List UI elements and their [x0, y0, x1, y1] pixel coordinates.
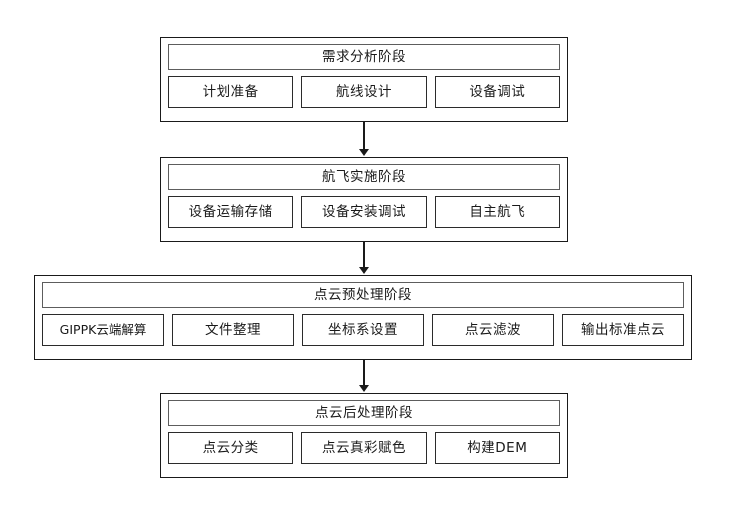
arrowhead-down-icon [359, 267, 369, 274]
step-row-pointcloud-preprocessing: GIPPK云端解算 文件整理 坐标系设置 点云滤波 输出标准点云 [42, 314, 684, 346]
step-row-requirement-analysis: 计划准备 航线设计 设备调试 [168, 76, 560, 108]
stage-title-requirement-analysis: 需求分析阶段 [168, 44, 560, 70]
connector-shaft [363, 122, 365, 150]
step-row-flight-implementation: 设备运输存储 设备安装调试 自主航飞 [168, 196, 560, 228]
stage-title-flight-implementation: 航飞实施阶段 [168, 164, 560, 190]
step-box-plan-preparation[interactable]: 计划准备 [168, 76, 294, 108]
step-row-pointcloud-postprocessing: 点云分类 点云真彩赋色 构建DEM [168, 432, 560, 464]
step-box-pointcloud-filtering[interactable]: 点云滤波 [432, 314, 554, 346]
step-box-coordinate-system-setup[interactable]: 坐标系设置 [302, 314, 424, 346]
stage-block-requirement-analysis[interactable]: 需求分析阶段 计划准备 航线设计 设备调试 [160, 37, 570, 124]
connector-arrow-stage3-to-stage4 [358, 360, 370, 393]
step-box-build-dem[interactable]: 构建DEM [434, 432, 560, 464]
connector-arrow-stage2-to-stage3 [358, 242, 370, 275]
step-box-output-standard-pointcloud[interactable]: 输出标准点云 [562, 314, 684, 346]
stage-title-pointcloud-preprocessing: 点云预处理阶段 [42, 282, 684, 308]
stage-block-flight-implementation[interactable]: 航飞实施阶段 设备运输存储 设备安装调试 自主航飞 [160, 157, 570, 244]
step-box-autonomous-flight[interactable]: 自主航飞 [434, 196, 560, 228]
step-box-route-design[interactable]: 航线设计 [301, 76, 427, 108]
step-box-gippk-cloud-solution[interactable]: GIPPK云端解算 [42, 314, 164, 346]
connector-shaft [363, 360, 365, 386]
step-box-pointcloud-classification[interactable]: 点云分类 [168, 432, 294, 464]
step-box-file-organization[interactable]: 文件整理 [172, 314, 294, 346]
connector-shaft [363, 242, 365, 268]
step-box-equipment-transport-storage[interactable]: 设备运输存储 [168, 196, 294, 228]
connector-arrow-stage1-to-stage2 [358, 122, 370, 157]
step-box-equipment-install-debug[interactable]: 设备安装调试 [301, 196, 427, 228]
arrowhead-down-icon [359, 385, 369, 392]
stage-block-pointcloud-postprocessing[interactable]: 点云后处理阶段 点云分类 点云真彩赋色 构建DEM [160, 393, 570, 480]
stage-title-pointcloud-postprocessing: 点云后处理阶段 [168, 400, 560, 426]
step-box-equipment-debugging[interactable]: 设备调试 [434, 76, 560, 108]
stage-block-pointcloud-preprocessing[interactable]: 点云预处理阶段 GIPPK云端解算 文件整理 坐标系设置 点云滤波 输出标准点云 [34, 275, 694, 362]
step-box-pointcloud-true-color[interactable]: 点云真彩赋色 [301, 432, 427, 464]
arrowhead-down-icon [359, 149, 369, 156]
